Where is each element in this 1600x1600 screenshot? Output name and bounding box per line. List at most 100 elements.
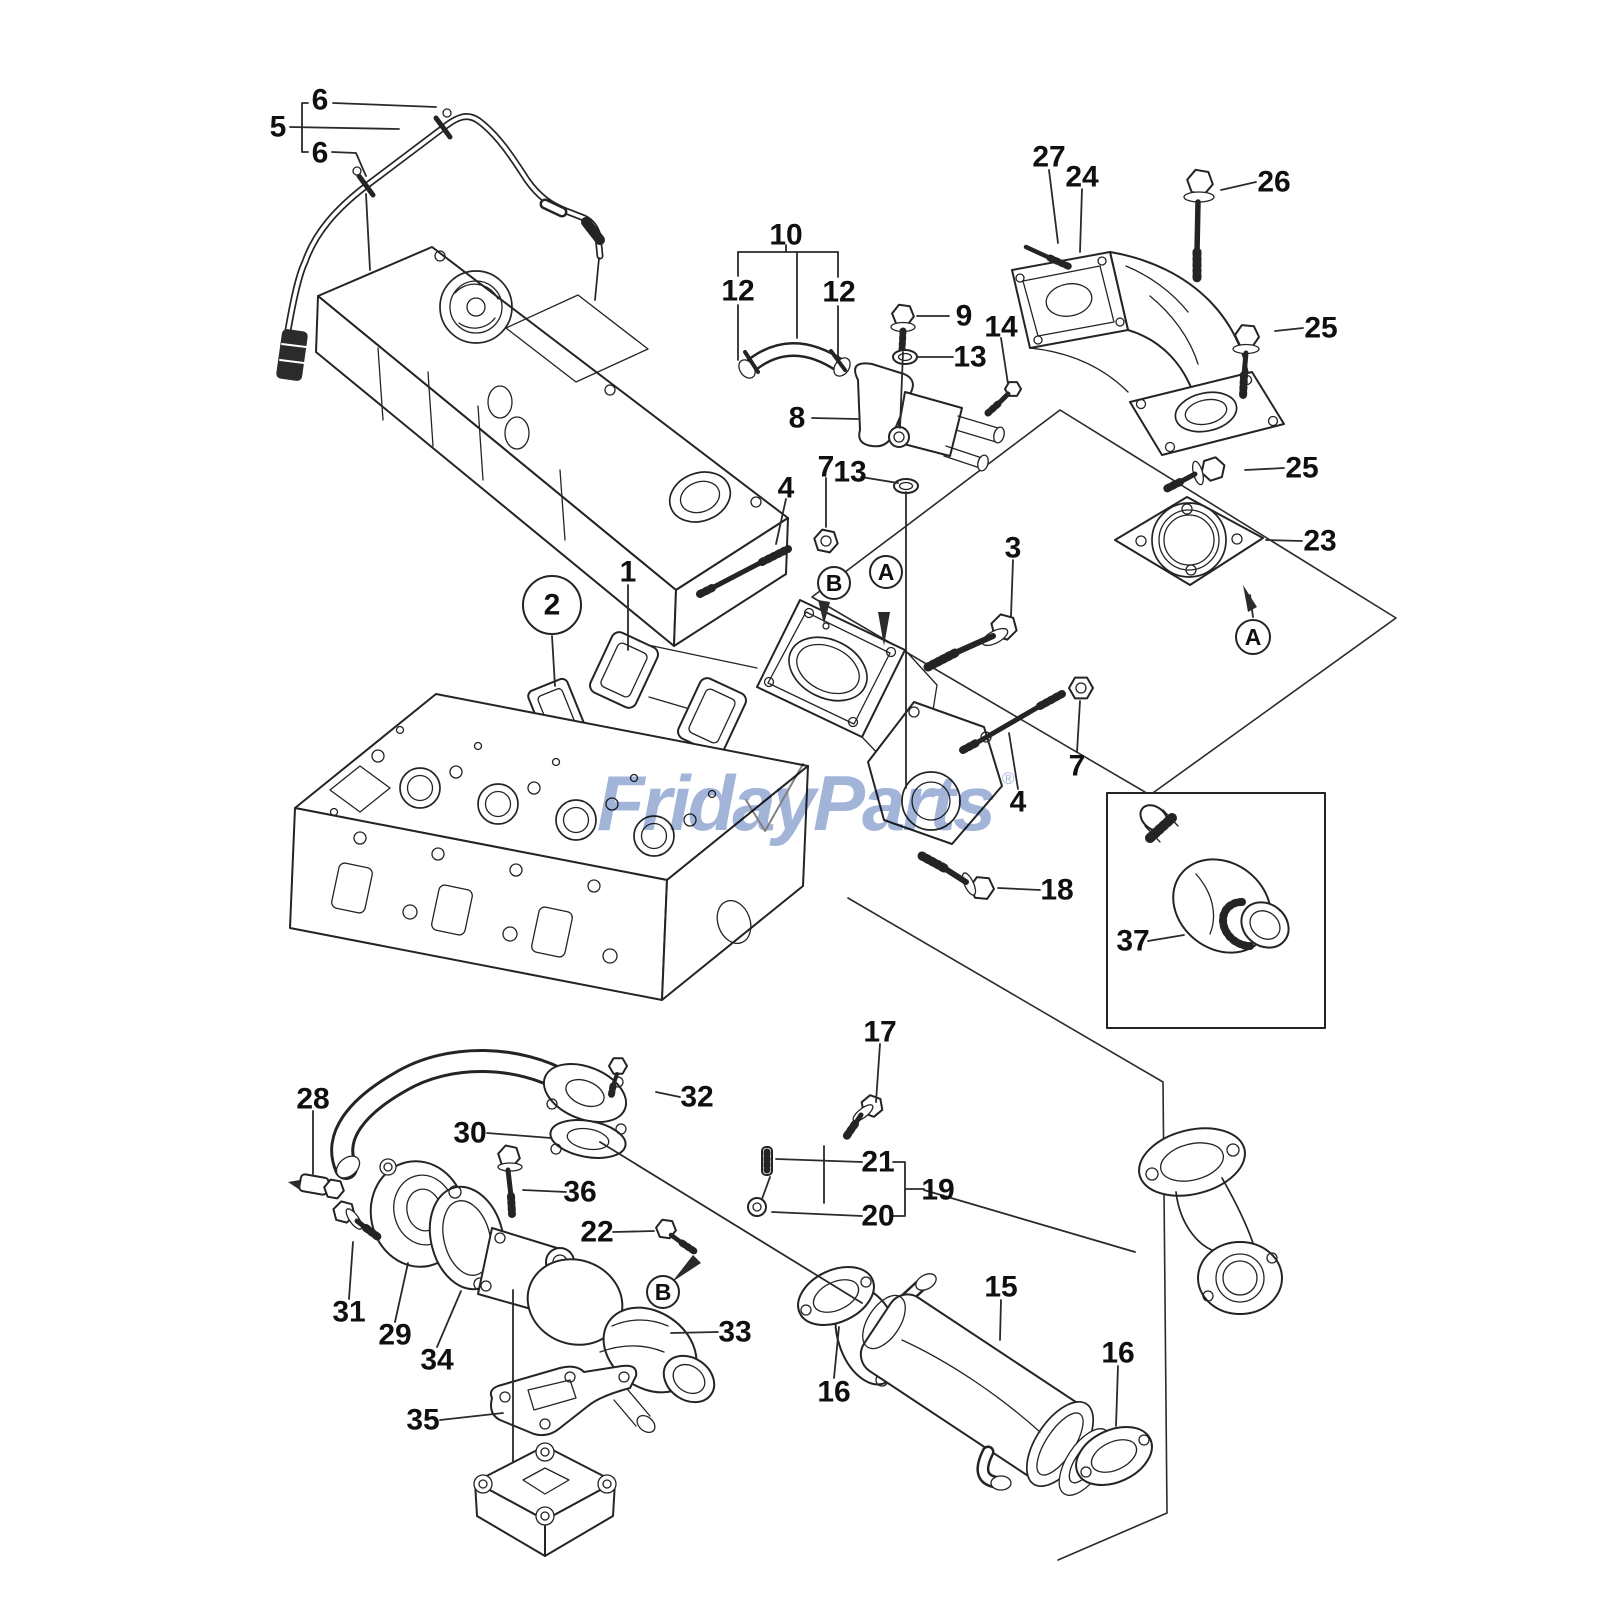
leader-line-41 <box>394 1262 409 1323</box>
callout-4-23: 4 <box>1010 786 1027 819</box>
callout-6-2: 6 <box>312 137 329 170</box>
leader-line-28 <box>1048 169 1059 244</box>
stud-4-left <box>696 545 792 598</box>
gasket-35 <box>489 1364 638 1437</box>
water-hose <box>330 1049 577 1180</box>
gasket-23 <box>1114 496 1264 586</box>
callout-20-39: 20 <box>861 1200 894 1233</box>
leader-lines <box>289 102 1304 1427</box>
pipe-clamp-upper <box>433 108 453 140</box>
leader-line-42 <box>436 1290 462 1348</box>
bolt-25-upper <box>1232 324 1260 401</box>
leader-line-39 <box>612 1230 655 1233</box>
callout-16-42: 16 <box>1101 1337 1134 1370</box>
leader-line-46 <box>775 1158 863 1163</box>
callout-28-27: 28 <box>296 1083 329 1116</box>
callout-15-40: 15 <box>984 1271 1017 1304</box>
leader-line-22 <box>551 635 556 687</box>
bolt-25-lower <box>1162 456 1226 493</box>
callout-26-12: 26 <box>1257 166 1290 199</box>
leader-line-23 <box>1010 559 1014 617</box>
adapter-block <box>473 1289 617 1557</box>
nut-7-left <box>813 528 839 554</box>
callout-6-0: 6 <box>312 84 329 117</box>
callout-27-10: 27 <box>1032 141 1065 174</box>
leader-line-26 <box>997 887 1041 891</box>
leader-line-52 <box>923 1189 1136 1253</box>
runner-flange-1 <box>589 631 659 709</box>
leader-line-29 <box>1079 188 1083 253</box>
view-arrow-4 <box>672 1255 701 1282</box>
callout-19-38: 19 <box>921 1174 954 1207</box>
exhaust-adapter-elbow <box>1138 1127 1283 1315</box>
leader-line-49 <box>771 1211 863 1217</box>
hex-head <box>1234 324 1260 348</box>
sensor-needle <box>594 257 600 301</box>
ref-letter-b-0: B <box>826 570 843 596</box>
bolt-3 <box>923 613 1018 672</box>
watermark-registered: ® <box>1002 769 1015 788</box>
watermark-check-icon <box>745 763 804 832</box>
callout-12-5: 12 <box>822 276 855 309</box>
leader-line-54 <box>999 1299 1002 1341</box>
callout-16-41: 16 <box>817 1376 850 1409</box>
callout-37-25: 37 <box>1116 925 1149 958</box>
leader-line-32 <box>1244 467 1285 471</box>
callout-36-29: 36 <box>563 1176 596 1209</box>
callout-1-19: 1 <box>620 556 637 589</box>
hose-clamp-left <box>743 350 760 374</box>
callout-14-7: 14 <box>984 311 1018 344</box>
leader-line-47 <box>892 1161 906 1217</box>
gasket-16-left <box>797 1265 875 1327</box>
callout-22-30: 22 <box>580 1216 613 1249</box>
coolant-sensor-28 <box>288 1173 345 1200</box>
o-ring-13-upper <box>892 349 918 365</box>
exhaust-sensor <box>581 217 605 245</box>
leader-line-44 <box>670 1331 719 1334</box>
callout-9-6: 9 <box>956 300 973 333</box>
hex-head <box>1186 168 1214 196</box>
leader-line-3 <box>301 102 309 153</box>
breather-pipe <box>276 108 605 381</box>
bolt-9 <box>890 303 916 354</box>
callout-3-21: 3 <box>1005 532 1022 565</box>
stud-14 <box>984 381 1022 417</box>
callout-25-14: 25 <box>1285 452 1318 485</box>
bolt-36 <box>497 1144 523 1218</box>
callout-10-3: 10 <box>769 219 802 252</box>
pipe-connector <box>276 329 308 381</box>
watermark-text: FridayParts <box>597 759 994 847</box>
bolt-31 <box>332 1200 382 1241</box>
hex-head <box>608 1057 628 1075</box>
ref-letter-circle-b-3 <box>646 1275 680 1309</box>
leader-line-4 <box>331 151 367 177</box>
hex-head <box>323 1178 345 1200</box>
callout-30-28: 30 <box>453 1117 486 1150</box>
leader-line-19 <box>860 476 899 484</box>
callout-35-34: 35 <box>406 1404 439 1437</box>
callout-33-35: 33 <box>718 1316 751 1349</box>
breather-elbow <box>738 342 851 379</box>
leader-line-43 <box>439 1412 504 1421</box>
callout-5-1: 5 <box>270 111 287 144</box>
cylinder-head <box>289 693 809 1001</box>
leader-line-40 <box>348 1241 354 1300</box>
callout-32-26: 32 <box>680 1081 713 1114</box>
bolt-17 <box>842 1094 884 1141</box>
hex-head <box>813 528 839 554</box>
bypass-fitting <box>867 701 1003 845</box>
gasket-16-right <box>1075 1425 1153 1487</box>
callout-8-9: 8 <box>789 402 806 435</box>
leader-line-37 <box>486 1132 552 1139</box>
callout-7-16: 7 <box>818 451 835 484</box>
watermark: FridayParts ® <box>597 759 1015 847</box>
ref-letter-circle-a-2 <box>1235 619 1271 655</box>
leader-line-51 <box>761 1176 771 1200</box>
valve-cover <box>315 246 789 647</box>
callout-2-20: 2 <box>544 589 561 622</box>
stud-4-right <box>959 690 1066 754</box>
leader-line-30 <box>1220 181 1257 191</box>
ref-letter-b-3: B <box>655 1279 672 1305</box>
